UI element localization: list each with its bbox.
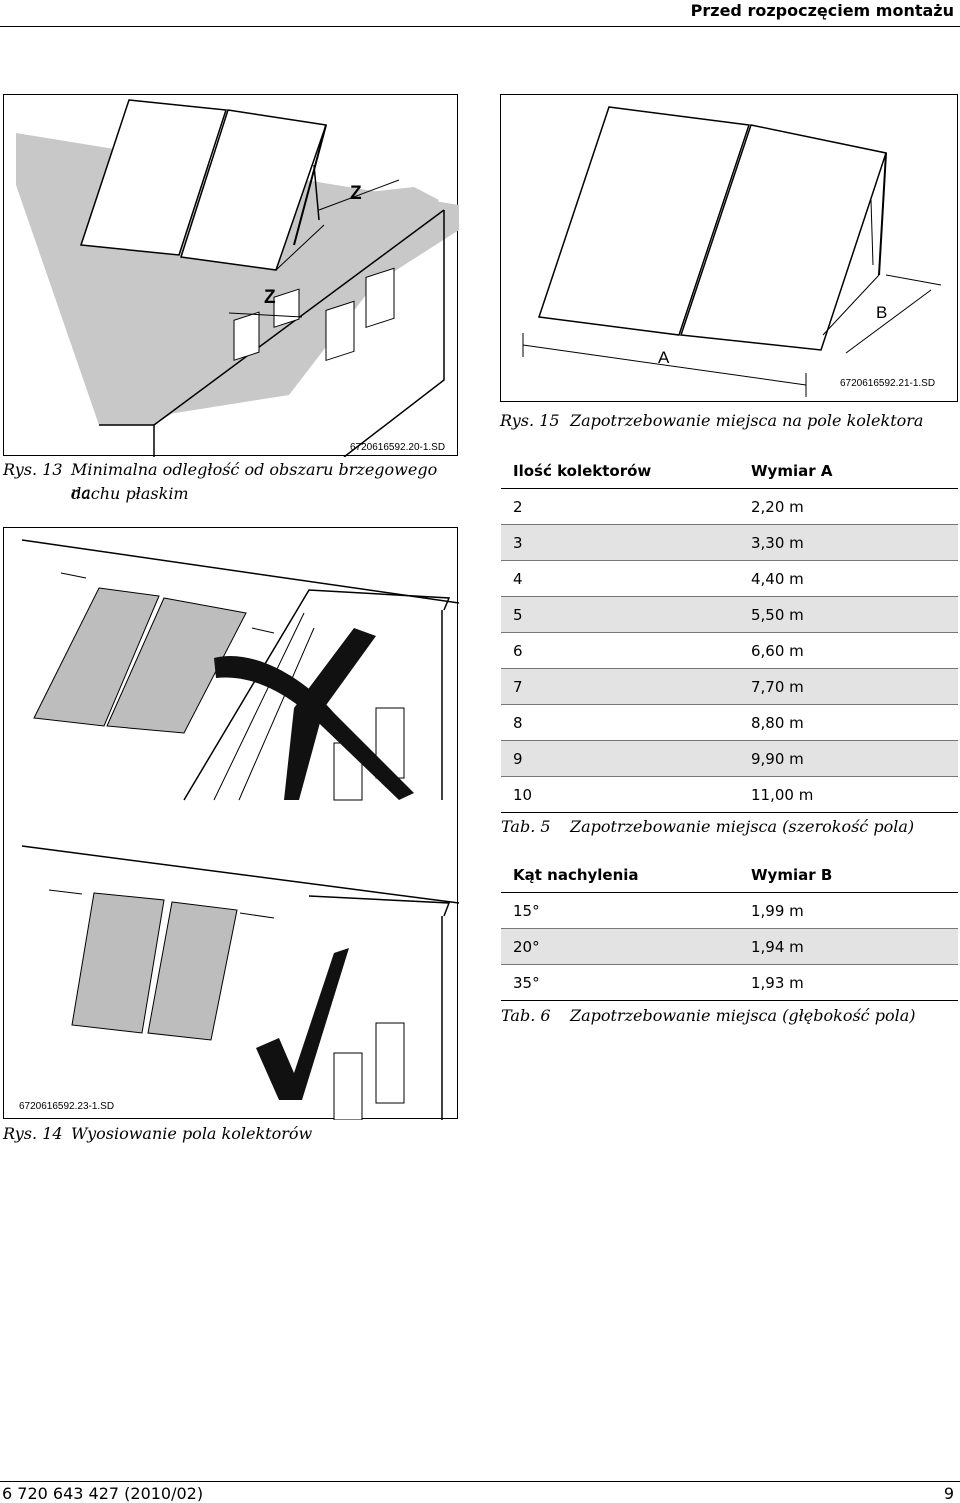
table-cell: 6 [501, 632, 739, 669]
figure-15-caption: Rys. 15 Zapotrzebowanie miejsca na pole … [500, 409, 958, 432]
table-5-header-dimension-a: Wymiar A [739, 453, 958, 489]
table-6-caption-number: Tab. 6 [501, 1006, 551, 1025]
label-z-lower: Z [264, 287, 276, 308]
header-rule [0, 26, 960, 27]
table-cell: 5 [501, 596, 739, 633]
table-cell: 4,40 m [739, 560, 958, 597]
footer-document-number: 6 720 643 427 (2010/02) [2, 1484, 204, 1503]
table-6-caption: Tab. 6 Zapotrzebowanie miejsca (głębokoś… [501, 1004, 959, 1027]
table-cell: 2,20 m [739, 488, 958, 525]
figure-15-code: 6720616592.21-1.SD [840, 378, 936, 389]
table-cell: 15° [501, 892, 739, 929]
table-6-header-dimension-b: Wymiar B [739, 857, 958, 893]
figure-14-frame: 6720616592.23-1.SD [3, 527, 459, 1120]
table-cell: 10 [501, 776, 739, 813]
label-dimension-a: A [658, 348, 670, 367]
table-6-header-row: Kąt nachylenia Wymiar B [501, 857, 958, 893]
figure-13-caption-text-2: dachu płaskim [71, 484, 189, 503]
table-cell: 3,30 m [739, 524, 958, 561]
figure-14-illustration [21, 539, 459, 1120]
footer-page-number: 9 [943, 1484, 954, 1503]
figure-13-caption-text-1: Minimalna odległość od obszaru brzegoweg… [71, 460, 438, 502]
table-row: 15°1,99 m [501, 892, 958, 929]
table-5-caption-number: Tab. 5 [501, 817, 551, 836]
table-5-caption-text: Zapotrzebowanie miejsca (szerokość pola) [570, 817, 915, 836]
label-dimension-b: B [876, 303, 888, 322]
table-cell: 3 [501, 524, 739, 561]
figure-14-caption-text: Wyosiowanie pola kolektorów [71, 1124, 313, 1143]
table-6: Kąt nachylenia Wymiar B 15°1,99 m 20°1,9… [501, 857, 958, 1001]
table-cell: 11,00 m [739, 776, 958, 813]
table-cell: 1,93 m [739, 964, 958, 1001]
table-cell: 5,50 m [739, 596, 958, 633]
table-cell: 20° [501, 928, 739, 965]
table-cell: 35° [501, 964, 739, 1001]
table-6-caption-text: Zapotrzebowanie miejsca (głębokość pola) [570, 1006, 916, 1025]
figure-15-caption-text: Zapotrzebowanie miejsca na pole kolektor… [570, 411, 924, 430]
table-6-header-angle: Kąt nachylenia [501, 857, 739, 893]
table-5-caption: Tab. 5 Zapotrzebowanie miejsca (szerokoś… [501, 815, 959, 838]
figure-15-frame: A B 6720616592.21-1.SD [500, 94, 958, 402]
page-header-title: Przed rozpoczęciem montażu [690, 1, 954, 20]
table-cell: 4 [501, 560, 739, 597]
cross-mark-icon [214, 628, 414, 800]
table-cell: 8 [501, 704, 739, 741]
figure-13-frame: Z Z 6720616592.20-1.SD [3, 94, 459, 457]
table-cell: 9,90 m [739, 740, 958, 777]
check-mark-icon [256, 948, 349, 1100]
table-cell: 1,99 m [739, 892, 958, 929]
figure-15-caption-number: Rys. 15 [500, 411, 560, 430]
figure-13-caption-number: Rys. 13 [3, 460, 63, 479]
footer-rule [0, 1481, 960, 1482]
table-cell: 6,60 m [739, 632, 958, 669]
table-cell: 2 [501, 488, 739, 525]
figure-13-caption: Rys. 13 Minimalna odległość od obszaru b… [3, 458, 458, 503]
table-cell: 1,94 m [739, 928, 958, 965]
figure-13-illustration [16, 99, 459, 457]
table-cell: 7 [501, 668, 739, 705]
table-cell: 9 [501, 740, 739, 777]
table-5-header-row: Ilość kolektorów Wymiar A [501, 453, 958, 489]
figure-14-caption: Rys. 14 Wyosiowanie pola kolektorów [3, 1122, 458, 1145]
figure-14-caption-number: Rys. 14 [3, 1124, 63, 1143]
table-row: 20°1,94 m [501, 928, 958, 965]
label-z-upper: Z [350, 183, 362, 204]
table-row: 35°1,93 m [501, 964, 958, 1001]
figure-15-illustration [522, 106, 942, 397]
table-cell: 7,70 m [739, 668, 958, 705]
table-cell: 8,80 m [739, 704, 958, 741]
figure-13-code: 6720616592.20-1.SD [350, 442, 446, 453]
table-5-header-count: Ilość kolektorów [501, 453, 739, 489]
figure-14-code: 6720616592.23-1.SD [19, 1101, 115, 1112]
